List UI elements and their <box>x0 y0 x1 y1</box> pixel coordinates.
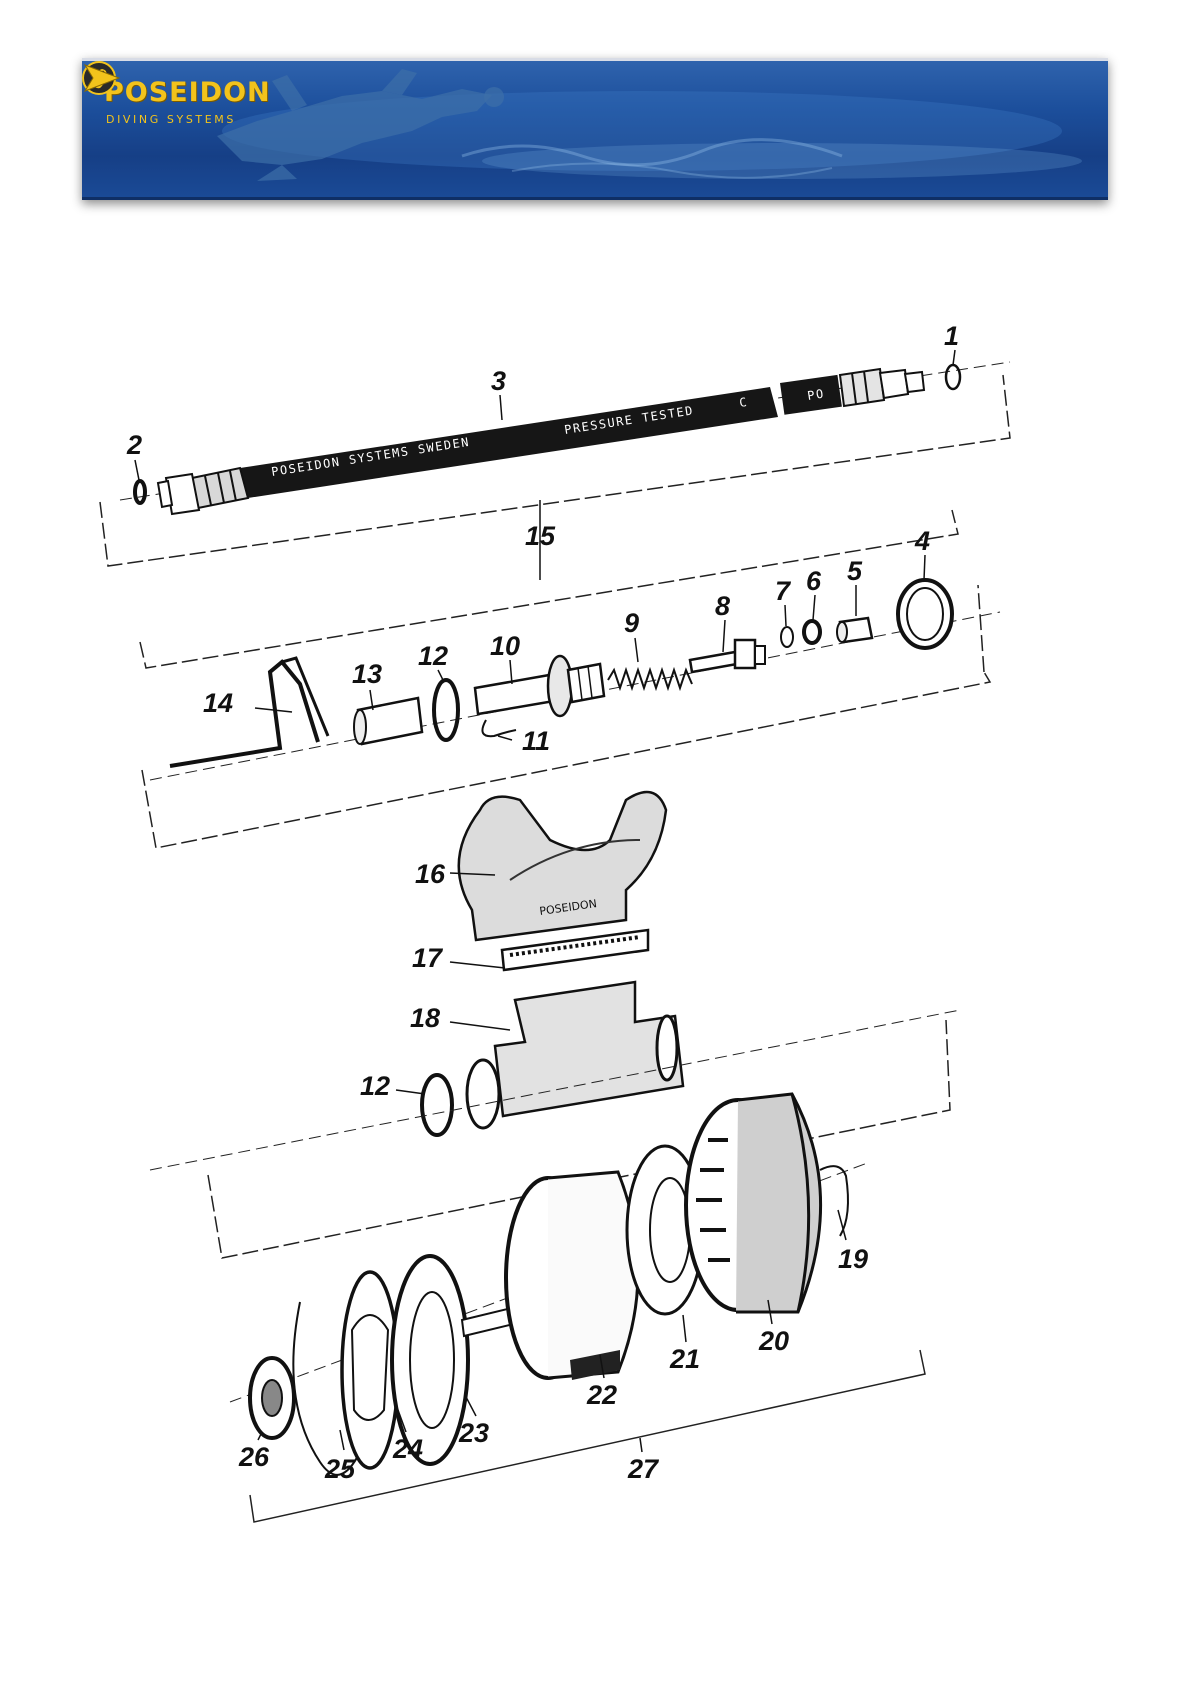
part-9-spring <box>608 670 692 688</box>
part-2-o-ring <box>135 481 145 503</box>
part-label: 25 <box>324 1454 356 1484</box>
part-label: 18 <box>410 1003 440 1033</box>
part-13-sleeve <box>358 698 422 744</box>
part-label: 1 <box>944 321 959 351</box>
part-label: 12 <box>360 1071 390 1101</box>
part-6-o-ring <box>804 621 820 643</box>
part-label: 17 <box>412 943 444 973</box>
part-17-clamp-band <box>502 930 648 970</box>
part-label: 13 <box>352 659 382 689</box>
part-label: 2 <box>126 430 142 460</box>
part-label: 12 <box>418 641 448 671</box>
hose-assembly: POSEIDON SYSTEMS SWEDEN PRESSURE TESTED … <box>120 362 1010 514</box>
part-label: 8 <box>715 591 730 621</box>
part-label: 6 <box>806 566 822 596</box>
part-7-o-ring <box>781 627 793 647</box>
part-label: 21 <box>669 1344 700 1374</box>
part-label: 23 <box>458 1418 489 1448</box>
part-label: 10 <box>490 631 520 661</box>
part-19-circlip <box>820 1166 848 1236</box>
part-16-mouthpiece <box>459 792 666 940</box>
part-23-diaphragm <box>392 1256 468 1464</box>
part-label: 16 <box>415 859 446 889</box>
part-label: 4 <box>914 526 930 556</box>
part-label: 15 <box>525 521 556 551</box>
part-label: 24 <box>392 1434 423 1464</box>
part-label: 3 <box>491 366 506 396</box>
part-label: 9 <box>624 608 639 638</box>
part-label: 19 <box>838 1244 868 1274</box>
part-14-lever <box>170 662 318 766</box>
part-11-clip <box>482 720 516 736</box>
part-label: 20 <box>758 1326 789 1356</box>
fitting-print: PO <box>806 386 825 402</box>
part-12-o-ring-lower <box>422 1075 452 1135</box>
valve-assembly <box>150 580 1000 780</box>
part-label: 14 <box>203 688 233 718</box>
part-1-o-ring <box>946 365 960 389</box>
part-24-diaphragm-plate <box>342 1272 398 1468</box>
part-8-poppet <box>690 652 737 672</box>
part-label: 7 <box>775 576 792 606</box>
part-label: 27 <box>627 1454 660 1484</box>
chamber-assembly <box>230 1094 870 1475</box>
part-12-o-ring-upper <box>434 680 458 740</box>
part-label: 22 <box>586 1380 617 1410</box>
part-label: 5 <box>847 556 863 586</box>
mouthpiece-assembly: POSEIDON <box>150 792 960 1170</box>
part-label: 26 <box>238 1442 270 1472</box>
part-label: 11 <box>522 726 550 756</box>
